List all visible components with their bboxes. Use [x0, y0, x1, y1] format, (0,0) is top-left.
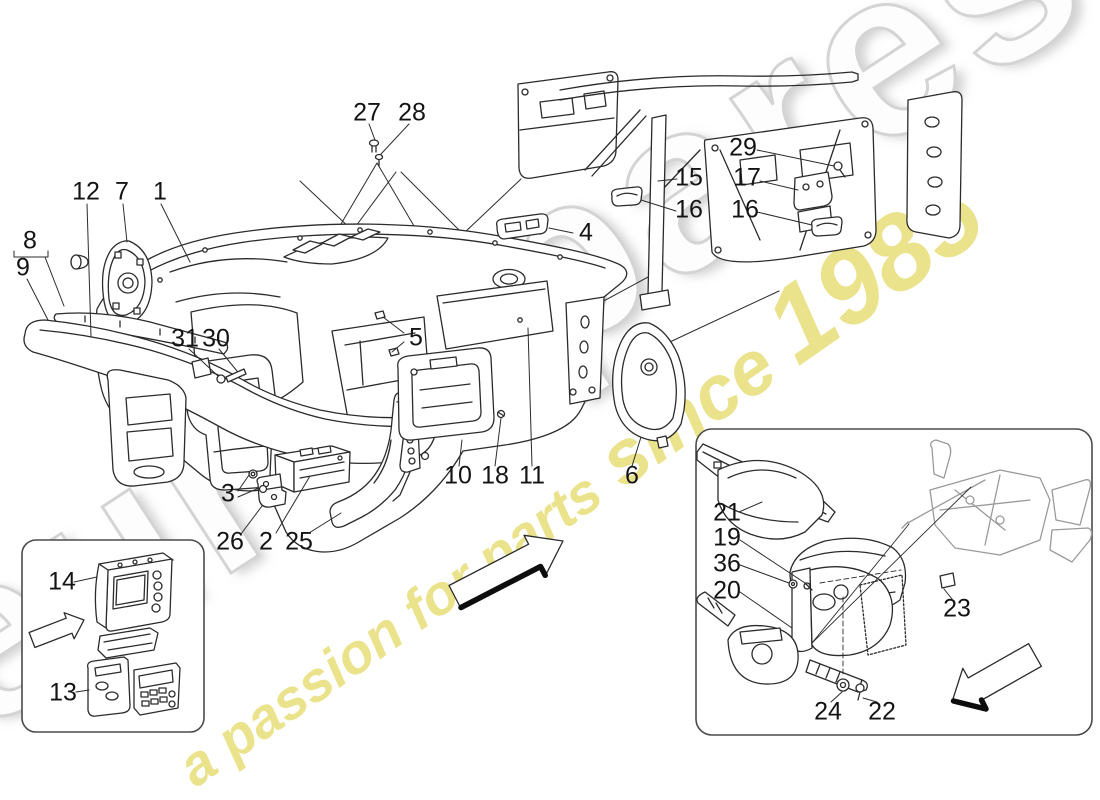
part-label-30: 30 — [202, 324, 230, 353]
grommet-12-drawing — [70, 254, 89, 270]
assembly-guide-lines-right — [811, 486, 972, 675]
side-panel-6-drawing — [612, 322, 686, 449]
clip-18-drawing — [496, 409, 506, 419]
ecu-bracket-assembly-drawing — [248, 445, 351, 508]
steering-column-drawing — [696, 591, 868, 693]
part-label-26: 26 — [216, 527, 244, 556]
clip-16-left-drawing — [610, 186, 643, 207]
part-label-2: 2 — [259, 527, 273, 556]
part-label-15: 15 — [675, 163, 703, 192]
side-panel-7-drawing — [101, 240, 153, 326]
part-label-23: 23 — [943, 594, 971, 623]
part-label-3: 3 — [221, 479, 235, 508]
bracket-17-drawing — [793, 171, 833, 233]
part-label-11: 11 — [519, 461, 545, 490]
screw-29-drawing — [833, 161, 846, 178]
screws-27-28-drawing — [368, 139, 384, 167]
knee-panel-drawing — [106, 369, 187, 487]
part-label-29: 29 — [729, 133, 757, 162]
part-label-10: 10 — [444, 461, 472, 490]
part-label-6: 6 — [625, 461, 639, 490]
part-label-36: 36 — [713, 549, 741, 578]
display-unit-14-drawing — [94, 552, 174, 632]
part-label-1: 1 — [153, 177, 167, 206]
part-label-14: 14 — [48, 567, 76, 596]
part-label-22: 22 — [868, 697, 896, 726]
glovebox-frame-10-drawing — [397, 347, 495, 441]
leader-lines — [13, 123, 953, 703]
direction-arrow-left-box — [28, 612, 85, 649]
part-label-20: 20 — [713, 576, 741, 605]
upper-shroud-21-drawing — [696, 443, 836, 540]
part-label-16: 16 — [675, 195, 703, 224]
part-label-16: 16 — [731, 195, 759, 224]
part-label-25: 25 — [285, 527, 313, 556]
direction-arrow-center — [448, 534, 564, 611]
inset-box-right — [695, 428, 1093, 736]
part-label-17: 17 — [733, 163, 761, 192]
part-label-24: 24 — [814, 697, 842, 726]
part-label-31: 31 — [171, 324, 199, 353]
part-label-7: 7 — [115, 177, 129, 206]
clip-16-right-drawing — [810, 216, 843, 237]
fasteners-right-box — [788, 572, 956, 701]
bracket-tray-drawing — [97, 627, 159, 659]
part-label-27: 27 — [353, 98, 381, 127]
part-label-19: 19 — [713, 523, 741, 552]
bolt-30-31-drawing — [191, 357, 247, 384]
control-unit-13-drawing — [86, 656, 131, 717]
bracket-4-drawing — [495, 213, 549, 240]
part-label-4: 4 — [579, 218, 593, 247]
part-label-13: 13 — [49, 678, 77, 707]
part-label-5: 5 — [409, 323, 423, 352]
part-label-28: 28 — [398, 98, 426, 127]
inset-box-left — [21, 539, 205, 733]
direction-arrow-right-box — [950, 643, 1043, 712]
part-label-21: 21 — [713, 498, 741, 527]
column-bracket-ghost-drawing — [901, 439, 1093, 563]
part-label-12: 12 — [72, 177, 100, 206]
part-label-8: 8 — [23, 226, 37, 255]
part-label-9: 9 — [16, 253, 30, 282]
climate-unit-drawing — [133, 662, 181, 716]
part-label-18: 18 — [481, 461, 509, 490]
